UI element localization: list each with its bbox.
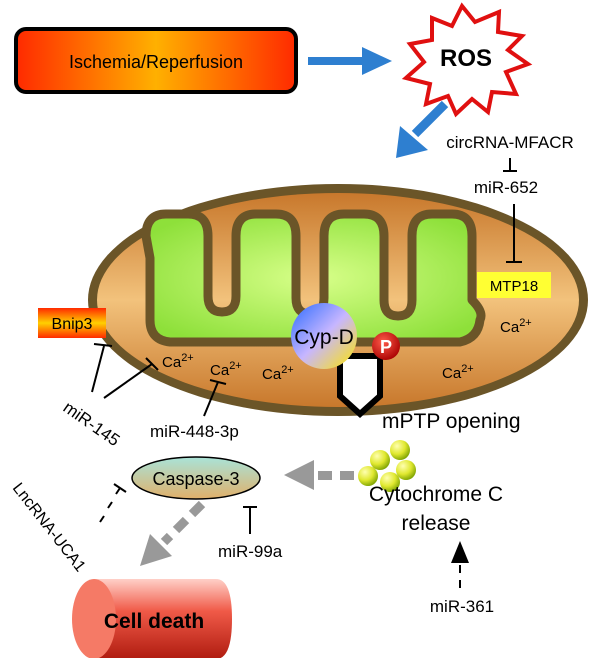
cyp-d-label: Cyp-D bbox=[294, 326, 354, 349]
mtp18-label: MTP18 bbox=[490, 278, 538, 295]
phospho-label: P bbox=[380, 337, 392, 357]
arrow-to-ros bbox=[308, 47, 392, 75]
mir-99a-label: miR-99a bbox=[218, 542, 283, 561]
mir-361-arrow bbox=[451, 541, 469, 588]
bnip3-box: Bnip3 bbox=[38, 308, 106, 338]
mir-145-inhibition bbox=[91, 343, 159, 399]
mptp-opening-label: mPTP opening bbox=[382, 410, 521, 433]
mptp-pore bbox=[337, 353, 383, 419]
cell-death-cylinder: Cell death bbox=[72, 579, 232, 658]
circrna-inhibition bbox=[503, 158, 517, 172]
cyp-d: Cyp-D bbox=[291, 303, 357, 369]
cytochrome-c-label: Cytochrome C bbox=[369, 483, 503, 506]
ischemia-reperfusion-box: Ischemia/Reperfusion bbox=[14, 27, 298, 94]
calcium-label: Ca2+ bbox=[210, 360, 242, 379]
mtp18-box: MTP18 bbox=[477, 272, 551, 298]
caspase-3: Caspase-3 bbox=[131, 456, 261, 500]
arrow-caspase-to-celldeath bbox=[140, 500, 206, 566]
calcium-label: Ca2+ bbox=[500, 317, 532, 336]
mir-448-inhibition bbox=[203, 379, 227, 417]
mir-99a-inhibition bbox=[243, 506, 257, 534]
mir-361-label: miR-361 bbox=[430, 597, 494, 616]
bnip3-label: Bnip3 bbox=[52, 316, 93, 333]
mir-652-label: miR-652 bbox=[474, 178, 538, 197]
ros-starburst: ROS bbox=[401, 2, 533, 118]
calcium-label: Ca2+ bbox=[442, 363, 474, 382]
arrow-ros-to-mito bbox=[396, 100, 449, 158]
phosphorylation-badge: P bbox=[372, 332, 400, 360]
ischemia-label: Ischemia/Reperfusion bbox=[69, 52, 243, 72]
cell-death-label: Cell death bbox=[104, 610, 204, 633]
lncrna-uca1-label: LncRNA-UCA1 bbox=[9, 480, 89, 575]
calcium-label: Ca2+ bbox=[262, 364, 294, 383]
lncrna-inhibition bbox=[99, 483, 127, 523]
mir-145-label: miR-145 bbox=[60, 398, 124, 450]
caspase-3-label: Caspase-3 bbox=[152, 469, 239, 489]
cytochrome-release-label: release bbox=[402, 512, 471, 535]
cytochrome-c-molecules bbox=[358, 440, 416, 492]
calcium-label: Ca2+ bbox=[162, 352, 194, 371]
arrow-cytochrome-to-caspase bbox=[284, 460, 354, 490]
circrna-mfacr-label: circRNA-MFACR bbox=[446, 133, 574, 152]
ros-label: ROS bbox=[440, 45, 492, 72]
mir-448-3p-label: miR-448-3p bbox=[150, 422, 239, 441]
mir-652-inhibition bbox=[506, 204, 522, 263]
